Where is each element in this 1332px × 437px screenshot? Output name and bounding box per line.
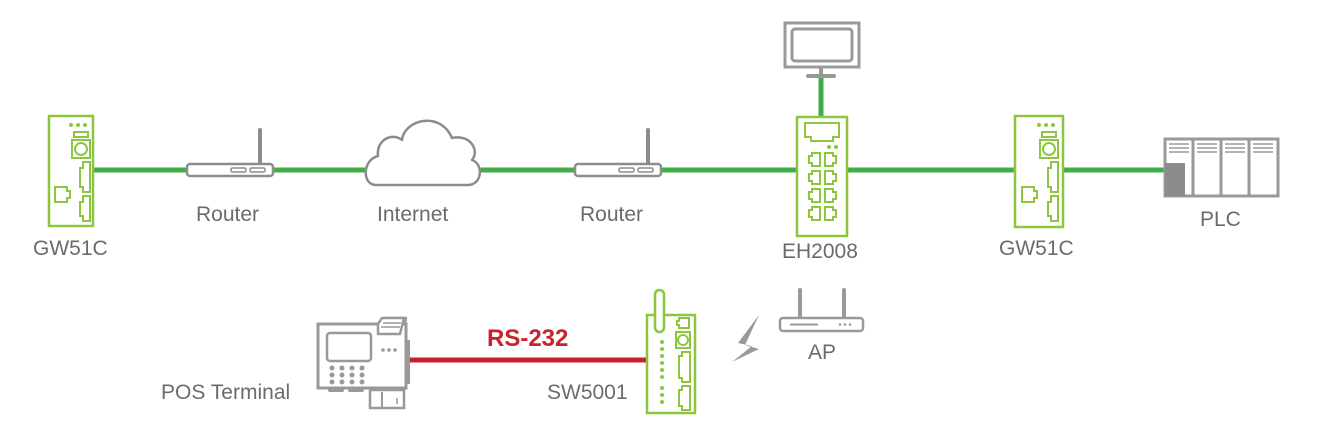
links <box>92 78 1166 363</box>
label-pos-terminal: POS Terminal <box>161 381 291 404</box>
label-gw51c-right: GW51C <box>999 237 1074 260</box>
label-ap: AP <box>808 341 837 364</box>
label-internet: Internet <box>377 203 449 226</box>
plc-device[interactable] <box>1163 137 1280 198</box>
wireless-bolt-icon <box>732 315 759 362</box>
monitor-icon[interactable] <box>783 21 861 78</box>
label-eh2008: EH2008 <box>782 240 858 263</box>
ap-device[interactable] <box>778 288 865 333</box>
internet-cloud-icon[interactable] <box>364 119 481 187</box>
label-sw5001: SW5001 <box>547 381 628 404</box>
gw51c-left-device[interactable] <box>47 114 95 228</box>
sw5001-device[interactable] <box>645 288 697 415</box>
label-plc: PLC <box>1200 208 1241 231</box>
label-router-left: Router <box>196 203 260 226</box>
label-rs232: RS-232 <box>487 325 569 352</box>
pos-terminal-device[interactable] <box>316 316 410 410</box>
label-gw51c-left: GW51C <box>33 237 108 260</box>
router-right-device[interactable] <box>573 128 663 178</box>
router-left-device[interactable] <box>185 128 275 178</box>
label-router-right: Router <box>580 203 644 226</box>
gw51c-right-device[interactable] <box>1013 114 1065 229</box>
eh2008-device[interactable] <box>795 115 849 238</box>
